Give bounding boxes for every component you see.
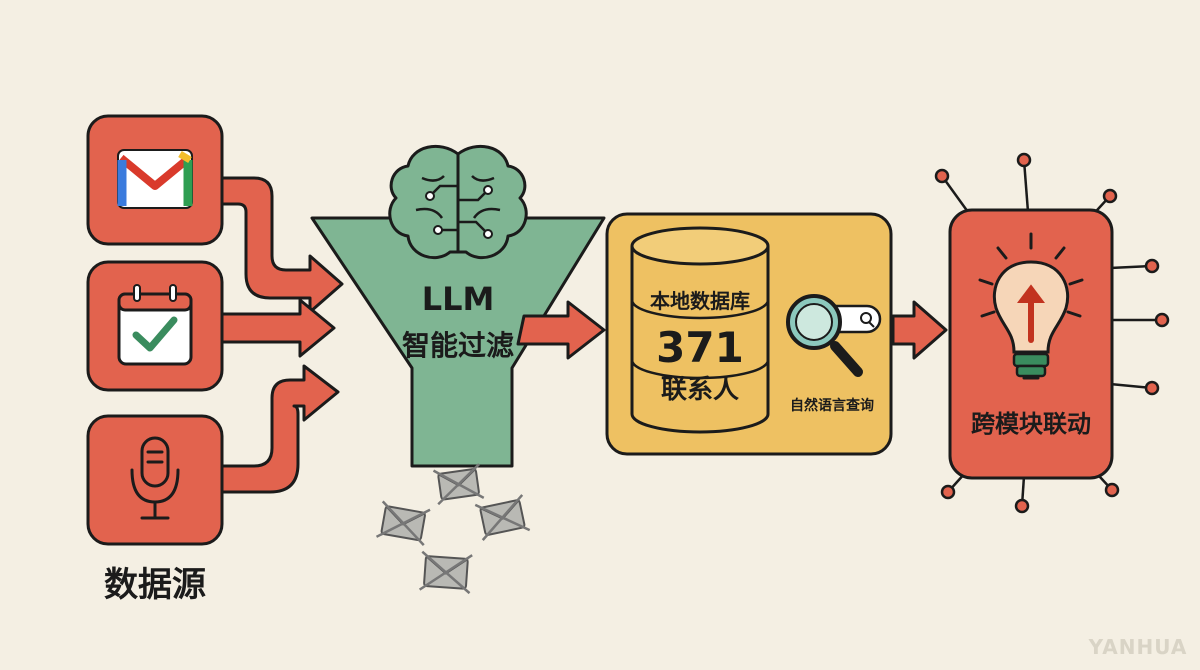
database-panel: 本地数据库 371 联系人 自然语言查询 bbox=[605, 212, 893, 456]
arrow-voice-to-funnel bbox=[220, 364, 340, 494]
brain-circuit-icon bbox=[388, 144, 528, 260]
source-label: 数据源 bbox=[104, 565, 206, 605]
database-label: 本地数据库 bbox=[650, 289, 750, 313]
source-calendar bbox=[86, 260, 224, 392]
watermark: YANHUA bbox=[1088, 635, 1188, 659]
microphone-icon bbox=[130, 436, 180, 520]
arrow-calendar-to-funnel bbox=[220, 298, 336, 358]
search-magnifier-icon bbox=[786, 294, 882, 377]
rejected-envelope-icon bbox=[375, 500, 431, 547]
lightbulb-arrow-icon bbox=[978, 232, 1084, 380]
llm-funnel: LLM 智能过滤 bbox=[310, 216, 606, 468]
source-voice bbox=[86, 414, 224, 546]
calendar-check-icon bbox=[117, 284, 193, 366]
source-gmail bbox=[86, 114, 224, 246]
rejected-envelope-icon bbox=[418, 550, 473, 595]
llm-title: LLM bbox=[422, 280, 495, 318]
query-label: 自然语言查询 bbox=[790, 397, 874, 414]
arrow-database-to-output bbox=[891, 300, 948, 360]
database-cylinder-icon bbox=[630, 226, 770, 434]
contact-unit: 联系人 bbox=[661, 375, 739, 405]
source-arrows bbox=[220, 176, 344, 494]
output-label: 跨模块联动 bbox=[971, 410, 1091, 438]
contact-count: 371 bbox=[656, 323, 744, 372]
filtered-emails bbox=[375, 463, 531, 595]
rejected-envelope-icon bbox=[432, 463, 485, 506]
rejected-envelope-icon bbox=[474, 494, 531, 541]
llm-subtitle: 智能过滤 bbox=[402, 329, 514, 362]
arrow-funnel-to-database bbox=[516, 300, 606, 360]
output-module: 跨模块联动 bbox=[948, 208, 1114, 480]
gmail-icon bbox=[117, 149, 193, 209]
arrow-gmail-to-funnel bbox=[220, 176, 344, 314]
